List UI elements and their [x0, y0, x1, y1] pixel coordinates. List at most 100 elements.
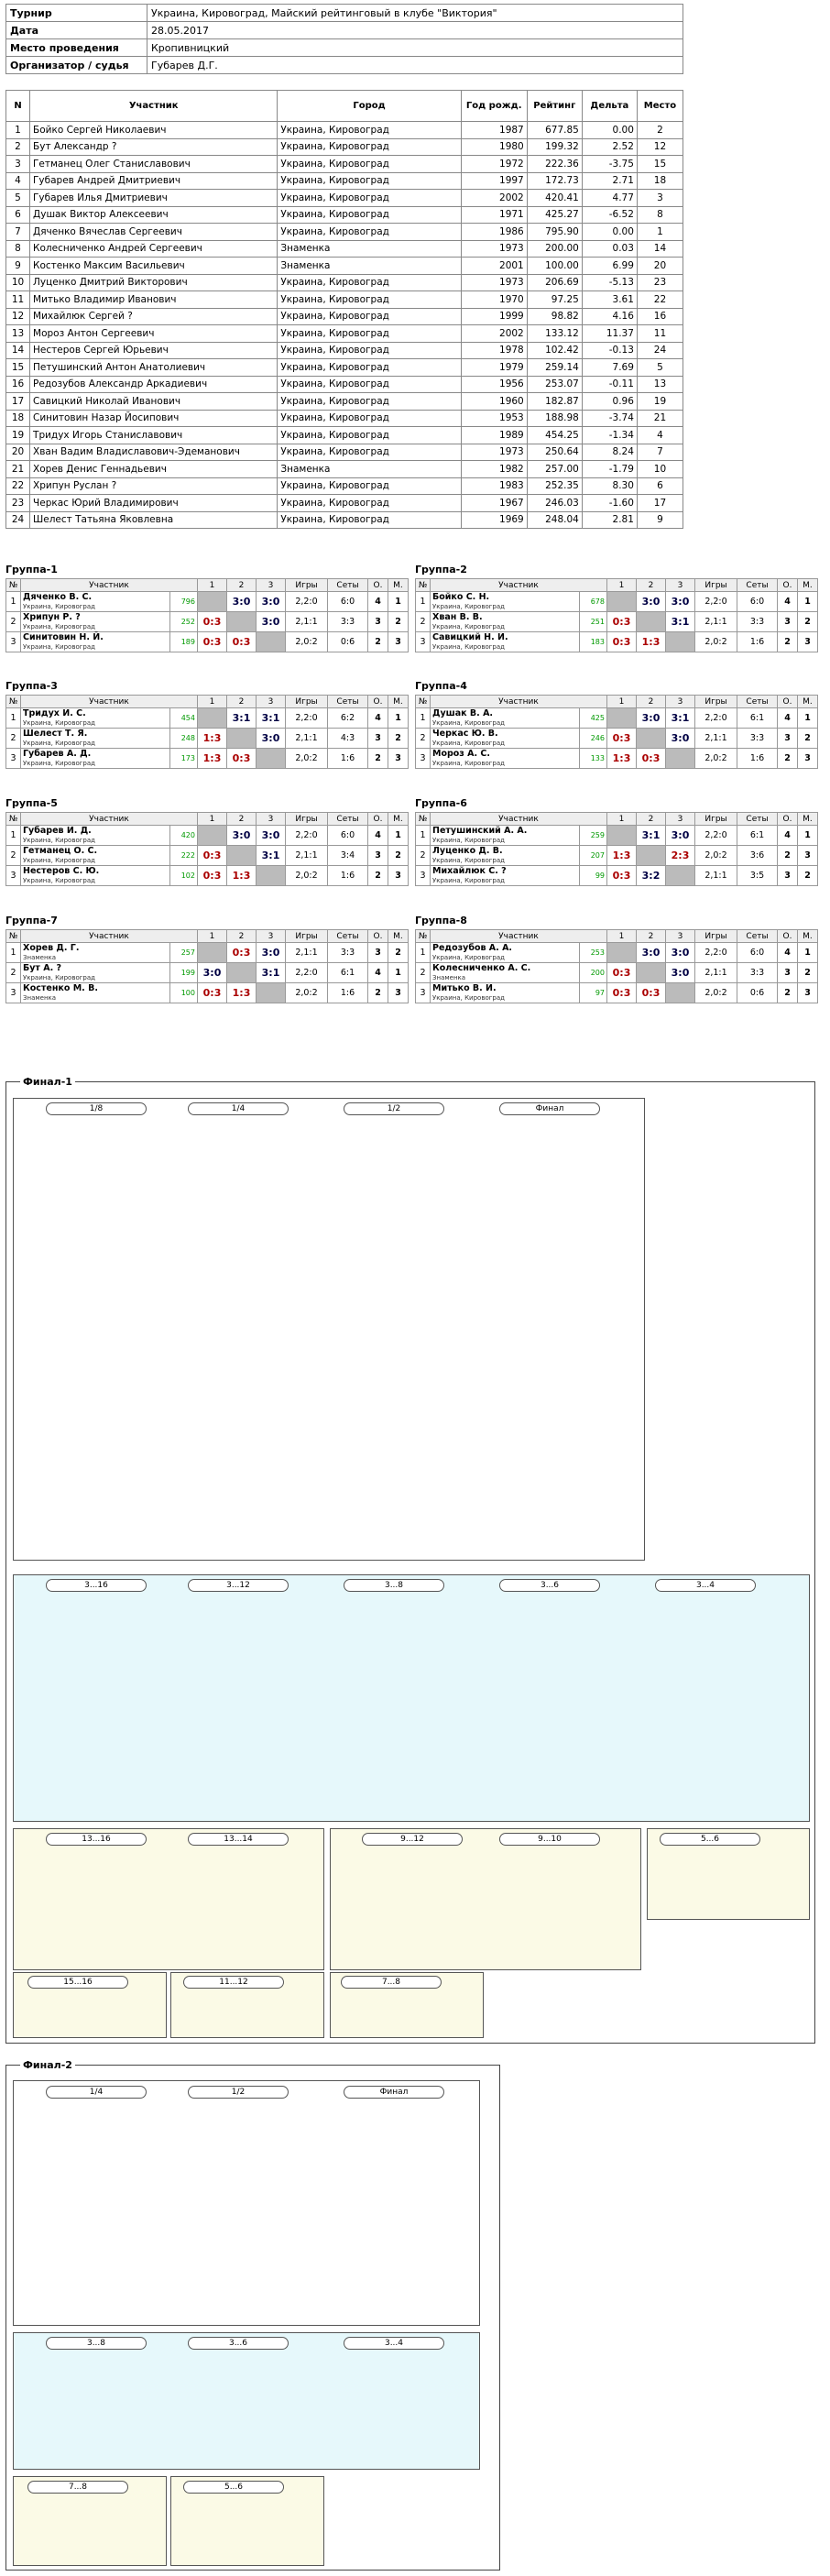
player-rating: 425 [579, 707, 607, 729]
group-stat: 2 [367, 631, 388, 652]
round-header: 7...8 [27, 2481, 128, 2494]
player-city: Украина, Кировоград [432, 856, 505, 864]
group-player: Шелест Т. Я.Украина, Кировоград [20, 728, 170, 749]
group-score: 3:0 [641, 947, 661, 959]
info-value: Украина, Кировоград, Майский рейтинговый… [147, 4, 683, 22]
group-stat: 3 [367, 611, 388, 632]
group-score: 2:3 [671, 850, 690, 861]
info-value: Губарев Д.Г. [147, 56, 683, 74]
group-score-cell: 1:3 [197, 728, 227, 749]
group-col-header: 3 [256, 578, 286, 592]
players-cell: 6.99 [581, 257, 638, 275]
players-cell: Украина, Кировоград [277, 510, 462, 529]
player-name: Колесниченко А. С. [432, 962, 531, 973]
players-cell: 14 [636, 239, 684, 258]
players-cell: 1973 [460, 239, 528, 258]
group-score: 1:3 [612, 850, 631, 861]
group-col-header: О. [777, 695, 798, 708]
group-score-cell [226, 845, 257, 866]
players-cell: -0.11 [581, 375, 638, 393]
group-score: 3:0 [261, 616, 280, 628]
group-score: 0:3 [612, 636, 631, 648]
group-score: 0:3 [232, 636, 251, 648]
players-cell: Украина, Кировоград [277, 392, 462, 411]
players-cell: 253.07 [526, 375, 583, 393]
group-stat: 2,0:2 [285, 748, 328, 769]
group-player: Нестеров С. Ю.Украина, Кировоград [20, 865, 170, 886]
player-rating: 173 [169, 748, 198, 769]
players-cell: 1982 [460, 460, 528, 478]
group-num: 1 [415, 591, 431, 612]
group-score: 3:0 [232, 829, 251, 841]
player-rating: 102 [169, 865, 198, 886]
group-score: 1:3 [641, 636, 661, 648]
group-col-header: Игры [694, 812, 737, 826]
player-rating: 199 [169, 962, 198, 983]
group-num: 2 [415, 611, 431, 632]
group-stat: 4 [367, 962, 388, 983]
group-score-cell: 3:1 [665, 707, 695, 729]
player-city: Украина, Кировоград [23, 876, 95, 884]
group-player: Хорев Д. Г.Знаменка [20, 942, 170, 963]
players-cell: 133.12 [526, 324, 583, 343]
group-stat: 2,1:1 [285, 611, 328, 632]
players-cell: Петушинский Антон Анатолиевич [29, 358, 278, 377]
group-col-header: № [5, 812, 21, 826]
round-header: Финал [499, 1102, 600, 1115]
player-city: Украина, Кировоград [432, 759, 505, 767]
players-cell: 23 [5, 494, 31, 512]
players-cell: 100.00 [526, 257, 583, 275]
players-cell: Дяченко Вячеслав Сергеевич [29, 223, 278, 241]
players-cell: Украина, Кировоград [277, 426, 462, 444]
final-2-frame [5, 2065, 500, 2571]
players-cell: 1980 [460, 137, 528, 156]
group-col-header: Участник [430, 929, 607, 943]
player-name: Хорев Д. Г. [23, 942, 80, 953]
player-rating: 248 [169, 728, 198, 749]
player-name: Митько В. И. [432, 982, 497, 993]
players-cell: -3.75 [581, 155, 638, 173]
group-col-header: Участник [20, 578, 198, 592]
players-cell: Знаменка [277, 239, 462, 258]
group-col-header: Игры [694, 695, 737, 708]
group-col-header: О. [367, 578, 388, 592]
group-score-cell: 0:3 [606, 611, 637, 632]
group-stat: 0:6 [327, 631, 368, 652]
round-header: 3...12 [188, 1579, 289, 1592]
group-score: 3:1 [232, 712, 251, 724]
group-score-cell [197, 707, 227, 729]
group-col-header: 1 [197, 812, 227, 826]
player-name: Губарев И. Д. [23, 825, 92, 836]
group-num: 1 [415, 825, 431, 846]
group-score: 0:3 [202, 616, 222, 628]
group-player: Петушинский А. А.Украина, Кировоград [430, 825, 580, 846]
group-score: 3:1 [261, 712, 280, 724]
group-col-header: Сеты [327, 812, 368, 826]
group-score-cell: 0:3 [226, 942, 257, 963]
group-score-cell [256, 631, 286, 652]
players-cell: Шелест Татьяна Яковлевна [29, 510, 278, 529]
group-col-header: О. [367, 812, 388, 826]
group-col-header: 3 [256, 695, 286, 708]
group-num: 1 [5, 825, 21, 846]
group-score: 0:3 [202, 850, 222, 861]
group-stat: 1 [388, 825, 409, 846]
group-num: 1 [415, 707, 431, 729]
players-cell: Губарев Андрей Дмитриевич [29, 171, 278, 190]
players-cell: 7 [5, 223, 31, 241]
players-cell: 3 [636, 189, 684, 207]
group-score-cell: 3:1 [665, 611, 695, 632]
group-stat: 4 [367, 707, 388, 729]
group-score-cell: 3:0 [256, 728, 286, 749]
